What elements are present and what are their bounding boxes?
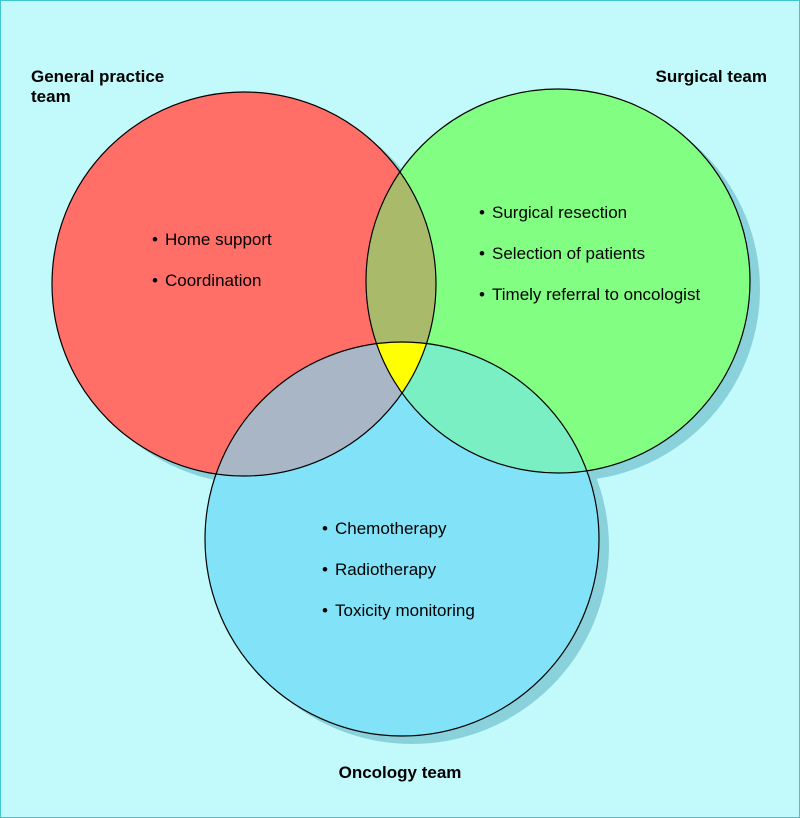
- list-item: •Selection of patients: [479, 244, 646, 263]
- list-item: •Home support: [152, 230, 272, 249]
- surgical-item-list: •Surgical resection •Selection of patien…: [479, 202, 700, 325]
- list-item: •Timely referral to oncologist: [479, 285, 701, 304]
- general-practice-team-label: General practice team: [31, 67, 165, 106]
- item-text: Surgical resection: [492, 203, 628, 222]
- item-text: Chemotherapy: [335, 519, 447, 538]
- list-item: •Coordination: [152, 271, 262, 290]
- item-text: Timely referral to oncologist: [492, 285, 701, 304]
- gp-oncology-overlap: [205, 342, 436, 476]
- list-item: •Chemotherapy: [322, 519, 447, 538]
- item-text: Toxicity monitoring: [335, 601, 475, 620]
- list-item: •Surgical resection: [479, 203, 628, 222]
- surgical-team-label: Surgical team: [655, 67, 768, 86]
- general-practice-item-list: •Home support •Coordination: [152, 229, 272, 311]
- item-text: Coordination: [165, 271, 262, 290]
- gp-circle-outline: [51, 91, 437, 477]
- item-text: Selection of patients: [492, 244, 646, 263]
- list-item: •Radiotherapy: [322, 560, 437, 579]
- item-text: Radiotherapy: [335, 560, 437, 579]
- oncology-item-list: •Chemotherapy •Radiotherapy •Toxicity mo…: [322, 518, 475, 641]
- list-item: •Toxicity monitoring: [322, 601, 475, 620]
- item-text: Home support: [165, 230, 272, 249]
- oncology-team-label: Oncology team: [338, 763, 462, 782]
- oncology-circle-outline: [204, 341, 600, 737]
- surgical-oncology-overlap: [366, 342, 599, 473]
- surgical-circle-outline: [365, 88, 751, 474]
